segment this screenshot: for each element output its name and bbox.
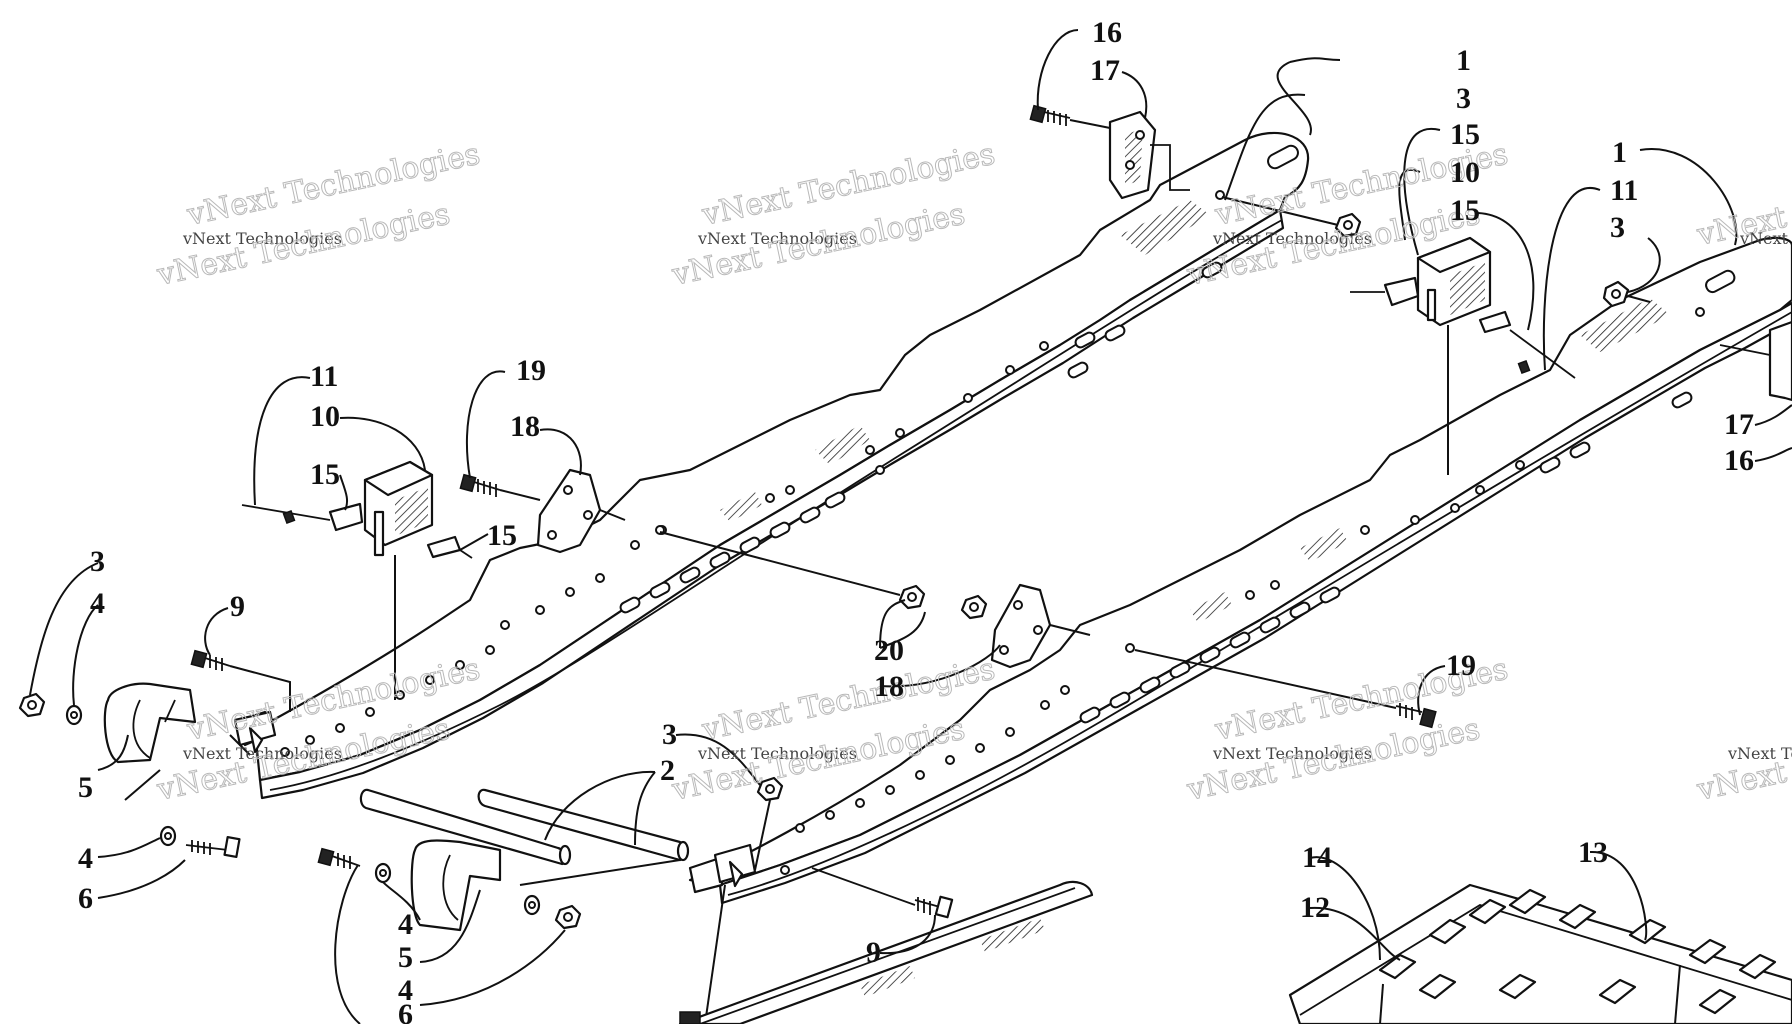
callout-10: 10: [310, 400, 340, 433]
right-slide-rail: [688, 236, 1792, 905]
watermark-text: vNext Technologies: [697, 744, 857, 763]
watermark-text: vNext Technologies: [182, 744, 342, 763]
track-section: [1288, 883, 1792, 1024]
nut-3-left: [18, 692, 46, 718]
watermark-text: vNext Technologies: [1212, 229, 1372, 248]
track-clips: [1378, 888, 1777, 1015]
callout-9: 9: [230, 590, 245, 623]
watermark-text: vNext Technologies: [1739, 229, 1792, 248]
callout-17: 17: [1090, 54, 1120, 87]
washer-4-left: [65, 704, 83, 726]
rear-bracket-top: [1108, 110, 1190, 200]
nut-3-top: [1221, 196, 1362, 238]
rail-holes-right: [780, 269, 1736, 875]
watermark-text: vNext Technologies: [1212, 744, 1372, 763]
callout-11: 11: [1610, 174, 1638, 207]
callout-4: 4: [398, 908, 413, 941]
front-clamp-right: [519, 843, 757, 1024]
bolt-16-top: [1029, 104, 1111, 129]
bolt-9-left: [190, 649, 291, 712]
watermark-text: vNext Technologies: [697, 229, 857, 248]
spacer-5-left: [103, 682, 197, 764]
callout-17: 17: [1724, 408, 1754, 441]
callout-9: 9: [866, 936, 881, 969]
callout-3: 3: [90, 545, 105, 578]
washer-4-center-b: [523, 894, 541, 916]
callout-5: 5: [398, 941, 413, 974]
callout-6: 6: [398, 998, 413, 1024]
callout-1: 1: [1612, 136, 1627, 169]
callout-18: 18: [874, 670, 904, 703]
callout-1: 1: [1456, 44, 1471, 77]
bracket-18-left: [536, 468, 626, 554]
callout-4: 4: [78, 842, 93, 875]
callout-13: 13: [1578, 836, 1608, 869]
nuts-20: [659, 531, 988, 620]
bolt-19-right: [1134, 649, 1437, 729]
stopper-block-left: [241, 460, 473, 700]
callout-19: 19: [1446, 649, 1476, 682]
bracket-17-right: [1719, 320, 1792, 402]
callout-18: 18: [510, 410, 540, 443]
stopper-block-right: [1350, 236, 1576, 475]
bolt-6-left: [185, 835, 241, 859]
callout-2: 2: [660, 754, 675, 787]
callout-3: 3: [1610, 211, 1625, 244]
callout-15: 15: [1450, 194, 1480, 227]
left-slide-rail: [238, 131, 1310, 800]
callout-4: 4: [90, 587, 105, 620]
callout-12: 12: [1300, 891, 1330, 924]
nut-center: [554, 904, 582, 930]
watermark-text: vNext Technologies: [182, 229, 342, 248]
bolt-6-center: [317, 847, 361, 869]
callout-labels: 1 1 2 3 3 3 3 4 4 4 4 5 5 6 6 9 9 10 10 …: [78, 16, 1754, 1024]
callout-16: 16: [1724, 444, 1754, 477]
washer-4-center: [374, 862, 392, 884]
nut-3-right: [1602, 280, 1651, 308]
callout-20: 20: [874, 634, 904, 667]
callout-11: 11: [310, 360, 338, 393]
nut-3-center: [754, 776, 784, 871]
callout-4: 4: [398, 974, 413, 1007]
callout-16: 16: [1092, 16, 1122, 49]
callout-3: 3: [662, 718, 677, 751]
callout-15: 15: [310, 458, 340, 491]
callout-3: 3: [1456, 82, 1471, 115]
callout-15: 15: [487, 519, 517, 552]
front-clamp-left: [124, 710, 277, 801]
callout-6: 6: [78, 882, 93, 915]
spacer-5-center: [410, 839, 502, 932]
callout-10: 10: [1450, 156, 1480, 189]
callout-5: 5: [78, 771, 93, 804]
bracket-18-center: [990, 583, 1091, 669]
callout-19: 19: [516, 354, 546, 387]
leader-lines: [29, 29, 1792, 1024]
callout-14: 14: [1302, 841, 1332, 874]
washer-4-lower-left: [159, 825, 177, 847]
callout-15: 15: [1450, 118, 1480, 151]
watermark-text: vNext Technologies: [1727, 744, 1792, 763]
bolt-9-right: [811, 867, 954, 919]
bolt-19-left: [459, 473, 541, 501]
